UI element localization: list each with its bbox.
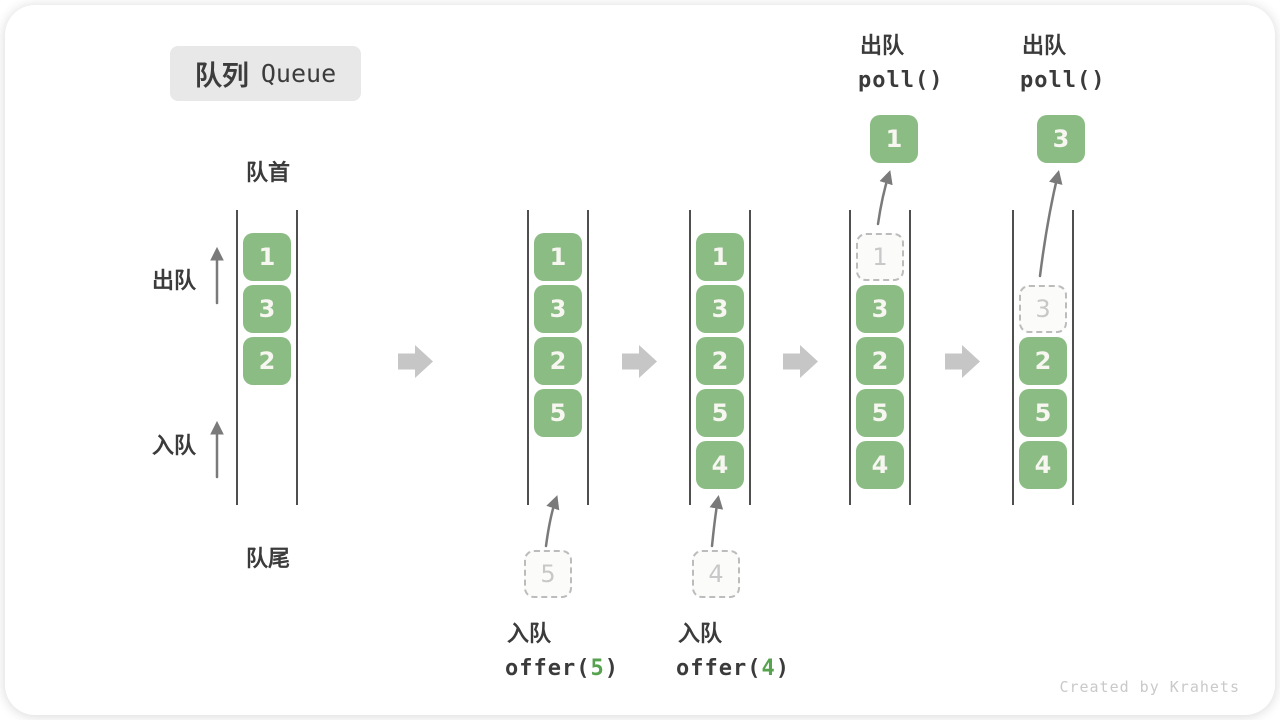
op-label-zh: 入队: [678, 622, 723, 647]
queue-item: 2: [696, 337, 744, 385]
queue-item: 1: [534, 233, 582, 281]
queue-wall-left: [1012, 210, 1014, 505]
queue-item-removed: 1: [856, 233, 904, 281]
op-code-arg: 5: [590, 656, 605, 681]
queue-item: 4: [1019, 441, 1067, 489]
queue-wall-left: [689, 210, 691, 505]
queue-item: 5: [534, 389, 582, 437]
queue-item: 3: [696, 285, 744, 333]
transition-arrow-1: [398, 345, 433, 378]
queue-item: 2: [856, 337, 904, 385]
op-code: poll(): [858, 68, 943, 93]
queue-wall-right: [749, 210, 751, 505]
op-code: offer(5): [505, 656, 619, 681]
queue-item: 4: [696, 441, 744, 489]
queue-wall-right: [909, 210, 911, 505]
popped-item: 1: [870, 115, 918, 163]
queue-item: 2: [1019, 337, 1067, 385]
queue-wall-left: [527, 210, 529, 505]
diagram-title-box: 队列 Queue: [170, 46, 361, 101]
queue-item: 1: [243, 233, 291, 281]
queue-item: 3: [243, 285, 291, 333]
enqueue-op-label: 入队 offer(4): [676, 616, 790, 681]
op-code: poll(): [1020, 68, 1105, 93]
transition-arrow-2: [622, 345, 657, 378]
op-code-arg: 4: [761, 656, 776, 681]
op-code-text: offer(: [676, 656, 762, 681]
popped-item: 3: [1037, 115, 1085, 163]
op-code-text: poll(): [858, 68, 944, 93]
title-en: Queue: [260, 59, 337, 88]
dequeue-op-label: 出队 poll(): [858, 28, 943, 93]
enqueue-arrow-offer5: [544, 495, 560, 548]
queue-item: 4: [856, 441, 904, 489]
dequeue-side-label: 出队: [152, 269, 197, 294]
watermark: Created by Krahets: [1059, 678, 1240, 696]
dequeue-arrow-poll3: [1038, 169, 1063, 278]
op-code-text: ): [604, 656, 619, 681]
enqueue-side-label: 入队: [152, 434, 197, 459]
op-label-zh: 出队: [860, 34, 905, 59]
queue-item: 3: [856, 285, 904, 333]
queue-rear-label: 队尾: [245, 547, 290, 572]
queue-item: 5: [696, 389, 744, 437]
staged-item: 5: [524, 550, 572, 598]
transition-arrow-3: [783, 345, 818, 378]
enqueue-arrow-offer4: [709, 494, 724, 548]
queue-front-label: 队首: [245, 161, 290, 186]
op-code-text: ): [775, 656, 790, 681]
queue-item: 2: [534, 337, 582, 385]
queue-wall-left: [236, 210, 238, 505]
op-code-text: poll(): [1020, 68, 1106, 93]
op-label-zh: 出队: [1022, 34, 1067, 59]
queue-item: 5: [1019, 389, 1067, 437]
queue-item: 5: [856, 389, 904, 437]
queue-wall-right: [1072, 210, 1074, 505]
op-code-text: offer(: [505, 656, 591, 681]
dequeue-arrow-poll1: [876, 170, 893, 226]
queue-wall-right: [296, 210, 298, 505]
staged-item: 4: [692, 550, 740, 598]
enqueue-op-label: 入队 offer(5): [505, 616, 619, 681]
op-label-zh: 入队: [507, 622, 552, 647]
queue-item: 2: [243, 337, 291, 385]
transition-arrow-4: [945, 345, 980, 378]
op-code: offer(4): [676, 656, 790, 681]
queue-wall-left: [849, 210, 851, 505]
dequeue-op-label: 出队 poll(): [1020, 28, 1105, 93]
queue-item-removed: 3: [1019, 285, 1067, 333]
queue-item: 1: [696, 233, 744, 281]
queue-wall-right: [587, 210, 589, 505]
queue-item: 3: [534, 285, 582, 333]
title-zh: 队列: [194, 61, 249, 92]
